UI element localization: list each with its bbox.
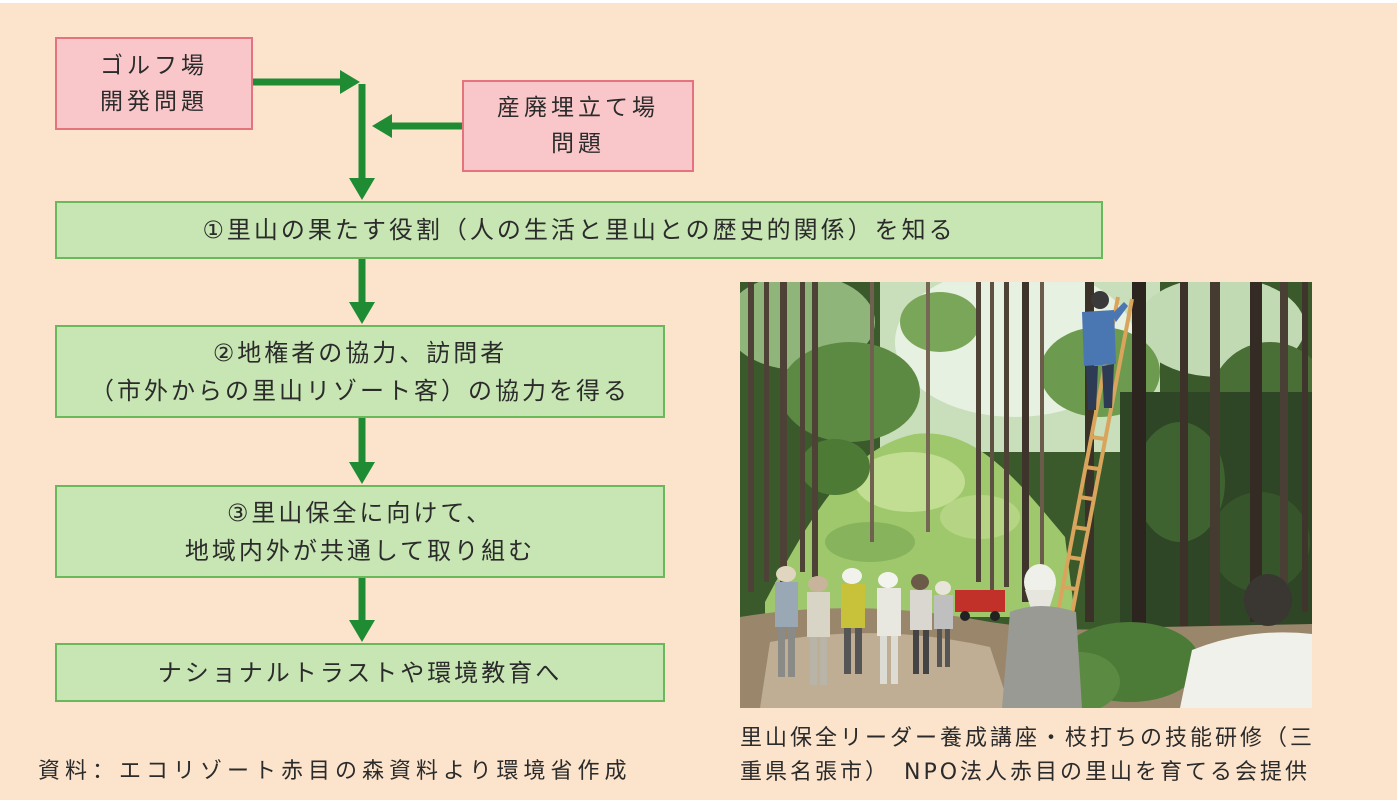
forest-photo-scene (740, 282, 1312, 708)
arrow-golf-to-merge (253, 70, 360, 94)
step-box-line: （市外からの里山リゾート客）の協力を得る (90, 376, 630, 405)
person-with-white-head-towel (1002, 564, 1082, 708)
step-2-box: ②地権者の協力、訪問者 （市外からの里山リゾート客）の協力を得る (55, 325, 665, 418)
photo-caption: 里山保全リーダー養成講座・枝打ちの技能研修（三 重県名張市） NPO法人赤目の里… (740, 722, 1315, 790)
step-box-line: ①里山の果たす役割（人の生活と里山との歴史的関係）を知る (202, 216, 956, 244)
step-1-box: ①里山の果たす役割（人の生活と里山との歴史的関係）を知る (55, 201, 1103, 259)
foreground-person-white-shirt (1180, 574, 1312, 708)
forest-pruning-training-photo (740, 282, 1312, 708)
step-box-line: ナショナルトラストや環境教育へ (157, 658, 563, 687)
arrow-step-1-to-step-2 (349, 259, 375, 324)
tree-trunks (748, 282, 1308, 702)
page: ゴルフ場 開発問題 産廃埋立て場 問題 ①里山の果たす役割（人の生活と里山との歴… (0, 3, 1397, 800)
problem-box-line: 開発問題 (100, 88, 208, 115)
step-box-line: ③里山保全に向けて、 (226, 498, 494, 527)
problem-box-industrial-waste-landfill: 産廃埋立て場 問題 (462, 80, 694, 172)
photo-caption-line: 重県名張市） NPO法人赤目の里山を育てる会提供 (740, 760, 1311, 785)
sunlit-hillside (765, 433, 1075, 617)
step-3-box: ③里山保全に向けて、 地域内外が共通して取り組む (55, 485, 665, 578)
red-cart (955, 590, 1005, 621)
arrow-step-3-to-step-4 (349, 578, 375, 642)
person-on-ladder (1082, 291, 1128, 410)
source-note: 資料：エコリゾート赤目の森資料より環境省作成 (38, 759, 632, 784)
step-4-box: ナショナルトラストや環境教育へ (55, 643, 665, 702)
photo-caption-line: 里山保全リーダー養成講座・枝打ちの技能研修（三 (740, 726, 1316, 751)
problem-box-line: 産廃埋立て場 (497, 95, 659, 121)
arrow-step-2-to-step-3 (349, 418, 375, 484)
step-box-line: 地域内外が共通して取り組む (184, 536, 536, 565)
problem-box-line: ゴルフ場 (100, 52, 208, 79)
problem-box-line: 問題 (551, 131, 605, 157)
group-of-participants (775, 566, 953, 685)
problem-box-golf-course-development: ゴルフ場 開発問題 (55, 37, 253, 130)
arrow-landfill-to-merge (372, 114, 462, 138)
step-box-line: ②地権者の協力、訪問者 (212, 338, 508, 367)
arrow-merge-to-step-1 (349, 84, 375, 200)
